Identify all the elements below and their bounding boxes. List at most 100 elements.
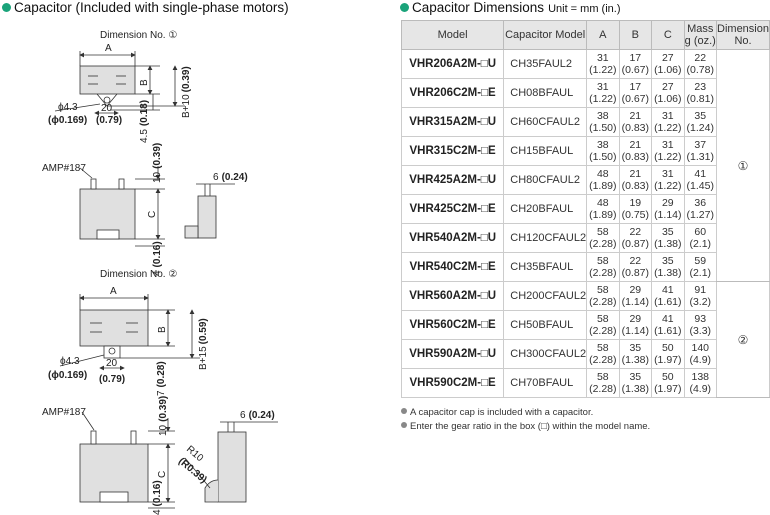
mass-cell: 22(0.78)	[683, 49, 718, 79]
capacitor-model-text: CH80CFAUL2	[510, 174, 580, 186]
c-cell: 31(1.22)	[651, 165, 685, 195]
dim1-b4-mm: 4	[152, 270, 163, 276]
mass-in: (4.9)	[689, 383, 712, 395]
b-mm: 21	[629, 139, 642, 151]
dimensions-title-text: Capacitor Dimensions	[412, 0, 545, 15]
b-cell: 22(0.87)	[618, 223, 653, 253]
b-in: (0.83)	[621, 151, 650, 163]
c-in: (1.22)	[654, 122, 682, 134]
capacitor-section-title: Capacitor (Included with single-phase mo…	[2, 0, 289, 15]
b-in: (0.67)	[621, 93, 650, 105]
c-mm: 31	[661, 110, 674, 122]
b-in: (1.14)	[621, 296, 650, 308]
header-a: A	[586, 20, 620, 50]
a-cell: 31(1.22)	[586, 49, 620, 79]
model-text: VHR590A2M-□U	[409, 348, 497, 360]
mass-in: (0.81)	[686, 93, 714, 105]
b-mm: 17	[629, 81, 642, 93]
b-in: (1.38)	[621, 383, 650, 395]
bullet-dot-icon	[400, 3, 409, 12]
b-mm: 22	[629, 255, 642, 267]
dim2-w20-label: 20	[106, 358, 118, 369]
a-cell: 58(2.28)	[586, 310, 620, 340]
mass-cell: 36(1.27)	[683, 194, 718, 224]
dim1-b4-in: (0.16)	[152, 241, 163, 267]
dim1-phi-in: (ϕ0.169)	[48, 115, 87, 126]
capacitor-model-cell: CH50BFAUL	[503, 310, 588, 340]
notes: A capacitor cap is included with a capac…	[401, 406, 650, 434]
b-mm: 17	[629, 52, 642, 64]
b-mm: 29	[629, 284, 642, 296]
capacitor-model-cell: CH15BFAUL	[503, 136, 588, 166]
dim1-c-label: C	[147, 211, 158, 218]
dim2-t10-in: (0.39)	[158, 396, 169, 422]
dim2-top-body	[79, 309, 149, 347]
a-cell: 38(1.50)	[586, 136, 620, 166]
b-in: (1.14)	[621, 325, 650, 337]
c-cell: 35(1.38)	[651, 223, 685, 253]
dim2-bplus-label: B+15(0.59)	[198, 318, 209, 370]
dim2-phi-label: ϕ4.3	[60, 356, 80, 367]
capacitor-model-text: CH08BFAUL	[510, 87, 574, 99]
mass-in: (3.3)	[689, 325, 712, 337]
model-cell: VHR206A2M-□U	[400, 49, 505, 79]
model-cell: VHR425C2M-□E	[400, 194, 505, 224]
header-b: B	[618, 20, 653, 50]
capacitor-model-cell: CH35BFAUL	[503, 252, 588, 282]
mass-cell: 23(0.81)	[683, 78, 718, 108]
dim2-end-body	[217, 431, 247, 503]
capacitor-model-text: CH60CFAUL2	[510, 116, 580, 128]
dim1-bplus-mm: B+10	[181, 94, 192, 118]
b-cell: 21(0.83)	[618, 165, 653, 195]
dim1-w6-in: (0.24)	[222, 172, 248, 183]
c-cell: 50(1.97)	[651, 339, 685, 369]
capacitor-model-text: CH50BFAUL	[510, 319, 574, 331]
b-in: (0.83)	[621, 122, 650, 134]
a-in: (1.22)	[589, 93, 617, 105]
mass-mm: 37	[694, 139, 707, 151]
c-cell: 27(1.06)	[651, 49, 685, 79]
mass-cell: 138(4.9)	[683, 368, 718, 398]
b-cell: 19(0.75)	[618, 194, 653, 224]
dim1-t10-in: (0.39)	[152, 143, 163, 169]
dim2-t10-mm: 10	[158, 424, 169, 436]
b-in: (0.75)	[621, 209, 650, 221]
model-text: VHR425A2M-□U	[409, 174, 497, 186]
capacitor-model-cell: CH120CFAUL2	[503, 223, 588, 253]
dim1-w6-label: 6(0.24)	[213, 172, 248, 183]
capacitor-model-text: CH120CFAUL2	[510, 232, 587, 244]
mass-cell: 59(2.1)	[683, 252, 718, 282]
b-mm: 21	[629, 168, 642, 180]
a-in: (1.50)	[589, 122, 617, 134]
mass-mm: 60	[694, 226, 707, 238]
capacitor-model-text: CH300CFAUL2	[510, 348, 587, 360]
model-text: VHR590C2M-□E	[409, 377, 496, 389]
model-cell: VHR590C2M-□E	[400, 368, 505, 398]
a-cell: 38(1.50)	[586, 107, 620, 137]
mass-cell: 35(1.24)	[683, 107, 718, 137]
capacitor-model-text: CH15BFAUL	[510, 145, 574, 157]
c-in: (1.06)	[654, 93, 682, 105]
dim1-t10-label: 10(0.39)	[152, 143, 163, 183]
b-in: (0.83)	[621, 180, 650, 192]
c-mm: 31	[661, 139, 674, 151]
c-cell: 41(1.61)	[651, 281, 685, 311]
model-text: VHR540A2M-□U	[409, 232, 497, 244]
dim2-h7-in: (0.28)	[156, 361, 167, 387]
note-bullet-icon	[401, 422, 407, 428]
b-mm: 29	[629, 313, 642, 325]
dim2-w6-in: (0.24)	[249, 410, 275, 421]
a-in: (2.28)	[589, 383, 617, 395]
a-in: (2.28)	[589, 267, 617, 279]
model-text: VHR315A2M-□U	[409, 116, 497, 128]
model-text: VHR206C2M-□E	[409, 87, 496, 99]
dim2-r10-in: (R0.39)	[176, 456, 209, 486]
dim2-c-label: C	[157, 471, 168, 478]
dim1-amp-label: AMP#187	[42, 163, 86, 174]
dimension-2-drawing: Dimension No. ② A B B+15(0.59) 7(0.28) ϕ…	[42, 269, 278, 515]
